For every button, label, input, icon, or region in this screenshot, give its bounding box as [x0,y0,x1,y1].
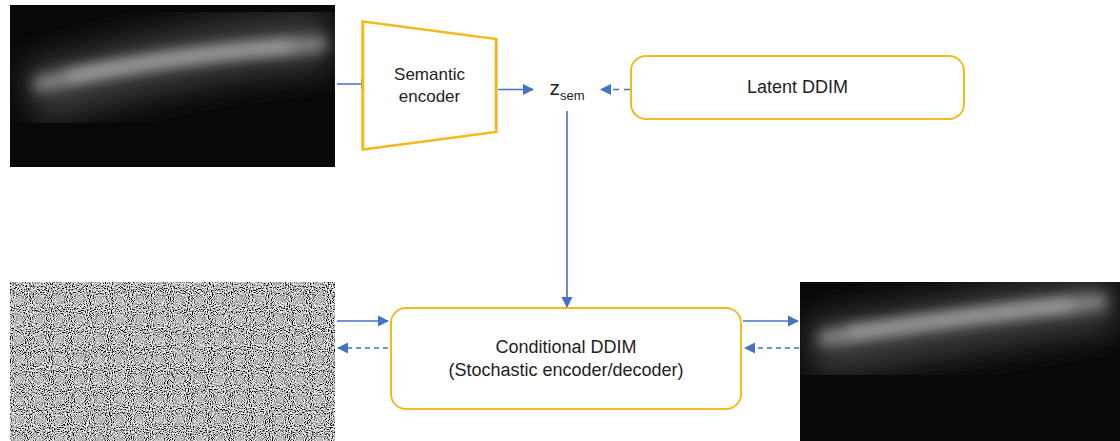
text-group: Latent DDIM [747,76,848,99]
node-label: Latent DDIM [747,76,848,99]
node-label: Semantic encoder [361,64,498,107]
subscript: sem [560,88,585,103]
output-to-ddim-arrow [745,347,799,349]
process-box: Conditional DDIM (Stochastic encoder/dec… [390,307,742,410]
noise-to-ddim-arrow [337,320,388,322]
text-group: Conditional DDIM (Stochastic encoder/dec… [415,336,717,381]
text-group: zsem [549,76,584,103]
latent-variable: zsem [533,68,601,111]
node-label: Conditional DDIM (Stochastic encoder/dec… [415,336,717,381]
node-label: z [549,76,560,99]
text-group: Semantic encoder [361,64,498,107]
trapezoid-shape [363,22,496,150]
dashed-arrow [601,89,630,91]
trapezoid-outline [361,20,498,151]
ddim-to-noise-arrow [338,347,388,349]
encoder-trapezoid: Semantic encoder [361,20,498,151]
ddim-to-output-arrow [743,320,798,322]
noise-image [10,282,335,441]
input-image [10,5,335,167]
arrow [566,111,568,307]
output-image [800,282,1120,441]
process-box: Latent DDIM [630,55,965,120]
arrow [498,89,533,91]
